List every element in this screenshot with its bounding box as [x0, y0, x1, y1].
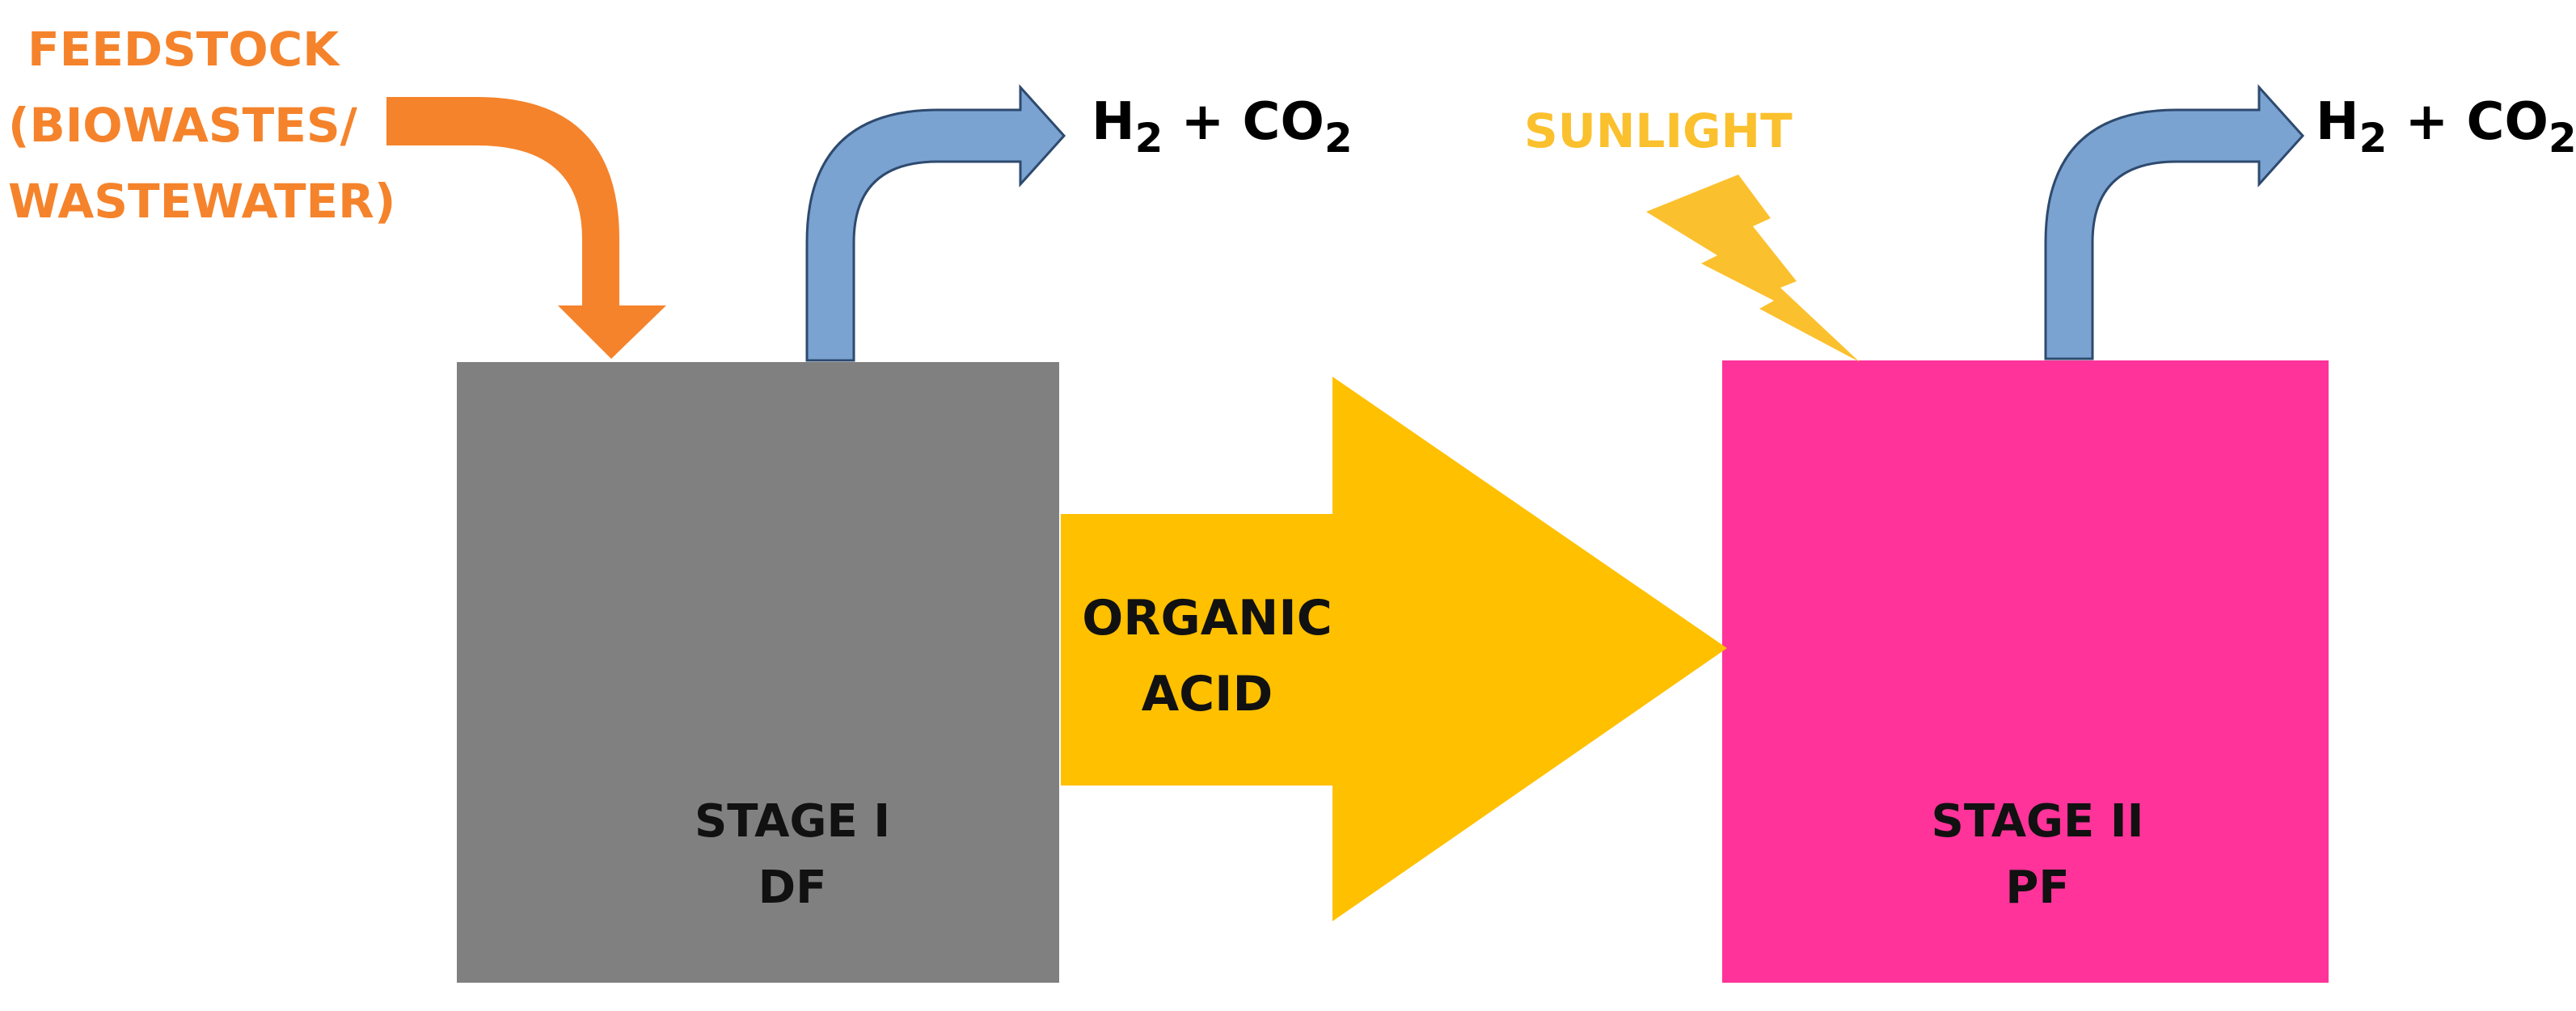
stage-1-label: STAGE I DF	[623, 789, 962, 921]
stage-2-label-line-1: STAGE II	[1931, 795, 2144, 848]
organic-acid-label-line-1: ORGANIC	[1082, 590, 1332, 647]
stage-2-label: STAGE II PF	[1852, 789, 2223, 921]
bent-arrow-down-icon	[386, 97, 666, 359]
feedstock-label: FEEDSTOCK (BIOWASTES/ WASTEWATER)	[8, 11, 395, 239]
stage-2-label-line-2: PF	[2005, 861, 2070, 914]
organic-acid-label: ORGANIC ACID	[1066, 580, 1349, 732]
bent-arrow-up-right-icon	[805, 84, 1066, 362]
stage-1-box	[457, 362, 1059, 983]
sunlight-label: SUNLIGHT	[1524, 103, 1793, 158]
stage-1-label-line-2: DF	[758, 861, 827, 914]
bent-arrow-up-right-icon	[2044, 84, 2305, 360]
feedstock-label-line-2: (BIOWASTES/	[8, 98, 357, 153]
stage-2-box	[1722, 360, 2329, 983]
lightning-bolt-icon	[1646, 175, 1860, 362]
stage-1-label-line-1: STAGE I	[694, 795, 891, 848]
organic-acid-label-line-2: ACID	[1141, 666, 1273, 722]
organic-acid-arrow	[1061, 377, 1727, 921]
feedstock-label-line-3: WASTEWATER)	[8, 174, 396, 229]
gas-output-label-2: H2 + CO2	[2316, 92, 2576, 162]
gas-output-label-1: H2 + CO2	[1092, 92, 1353, 162]
feedstock-label-line-1: FEEDSTOCK	[27, 22, 340, 77]
